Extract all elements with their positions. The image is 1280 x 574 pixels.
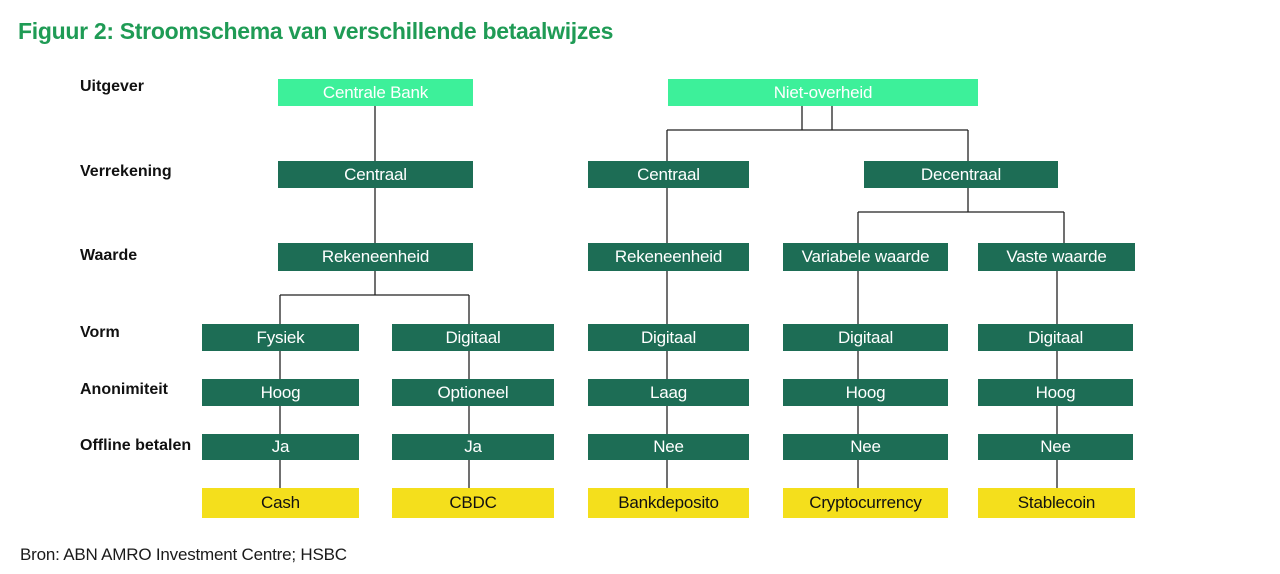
figure-title: Figuur 2: Stroomschema van verschillende… [18,18,614,44]
node-central-bank: Centrale Bank [278,79,473,106]
node-offline-crypto: Nee [783,434,948,460]
row-label-value: Waarde [80,247,138,264]
node-anon-cbdc: Optioneel [392,379,554,406]
node-cb-value: Rekeneenheid [278,243,473,271]
node-ng-value-variable: Variabele waarde [783,243,948,271]
node-result-cbdc: CBDC [392,488,554,518]
row-label-issuer: Uitgever [80,78,145,95]
row-label-settlement: Verrekening [80,163,172,180]
node-result-stable: Stablecoin [978,488,1135,518]
node-offline-stable: Nee [978,434,1133,460]
node-result-cash: Cash [202,488,359,518]
node-form-cbdc: Digitaal [392,324,554,351]
node-anon-bank: Laag [588,379,749,406]
node-cb-settlement: Centraal [278,161,473,188]
node-offline-cbdc: Ja [392,434,554,460]
node-ng-value-unit: Rekeneenheid [588,243,749,271]
node-ng-settlement-decentral: Decentraal [864,161,1058,188]
source-note: Bron: ABN AMRO Investment Centre; HSBC [20,545,347,564]
node-anon-cash: Hoog [202,379,359,406]
node-result-bank: Bankdeposito [588,488,749,518]
node-form-stable: Digitaal [978,324,1133,351]
node-form-crypto: Digitaal [783,324,948,351]
node-ng-settlement-central: Centraal [588,161,749,188]
node-form-bank: Digitaal [588,324,749,351]
node-offline-bank: Nee [588,434,749,460]
node-form-cash: Fysiek [202,324,359,351]
node-non-government: Niet-overheid [668,79,978,106]
row-label-offline: Offline betalen [80,437,192,454]
node-offline-cash: Ja [202,434,359,460]
node-anon-stable: Hoog [978,379,1133,406]
node-anon-crypto: Hoog [783,379,948,406]
row-label-form: Vorm [80,324,120,341]
node-ng-value-fixed: Vaste waarde [978,243,1135,271]
row-label-anonymity: Anonimiteit [80,381,168,398]
node-result-crypto: Cryptocurrency [783,488,948,518]
